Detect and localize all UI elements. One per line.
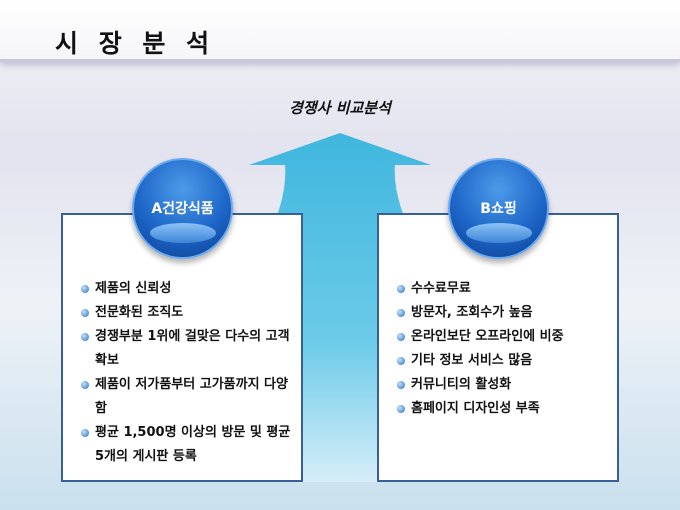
list-item: 기타 정보 서비스 많음 (397, 349, 611, 373)
list-item: 수수료무료 (397, 277, 611, 301)
page-title: 시 장 분 석 (55, 29, 216, 58)
b-company-label: B쇼핑 (480, 201, 517, 217)
list-item: 평균 1,500명 이상의 방문 및 평균 5개의 게시판 등록 (81, 421, 295, 469)
list-item: 온라인보단 오프라인에 비중 (397, 325, 611, 349)
subtitle: 경쟁사 비교분석 (289, 99, 391, 117)
b-company-badge: B쇼핑 (448, 158, 549, 259)
b-company-list: 수수료무료 방문자, 조회수가 높음 온라인보단 오프라인에 비중 기타 정보 … (397, 277, 611, 421)
list-item: 방문자, 조회수가 높음 (397, 301, 611, 325)
a-company-list: 제품의 신뢰성 전문화된 조직도 경쟁부분 1위에 걸맞은 다수의 고객 확보 … (81, 277, 295, 469)
a-company-label: A건강식품 (151, 201, 214, 217)
list-item: 제품이 저가품부터 고가품까지 다양함 (81, 373, 295, 421)
list-item: 전문화된 조직도 (81, 301, 295, 325)
list-item: 제품의 신뢰성 (81, 277, 295, 301)
header-band (0, 0, 680, 62)
list-item: 커뮤니티의 활성화 (397, 373, 611, 397)
list-item: 홈페이지 디자인성 부족 (397, 397, 611, 421)
list-item: 경쟁부분 1위에 걸맞은 다수의 고객 확보 (81, 325, 295, 373)
a-company-badge: A건강식품 (132, 158, 233, 259)
a-company-box: 제품의 신뢰성 전문화된 조직도 경쟁부분 1위에 걸맞은 다수의 고객 확보 … (61, 213, 303, 482)
